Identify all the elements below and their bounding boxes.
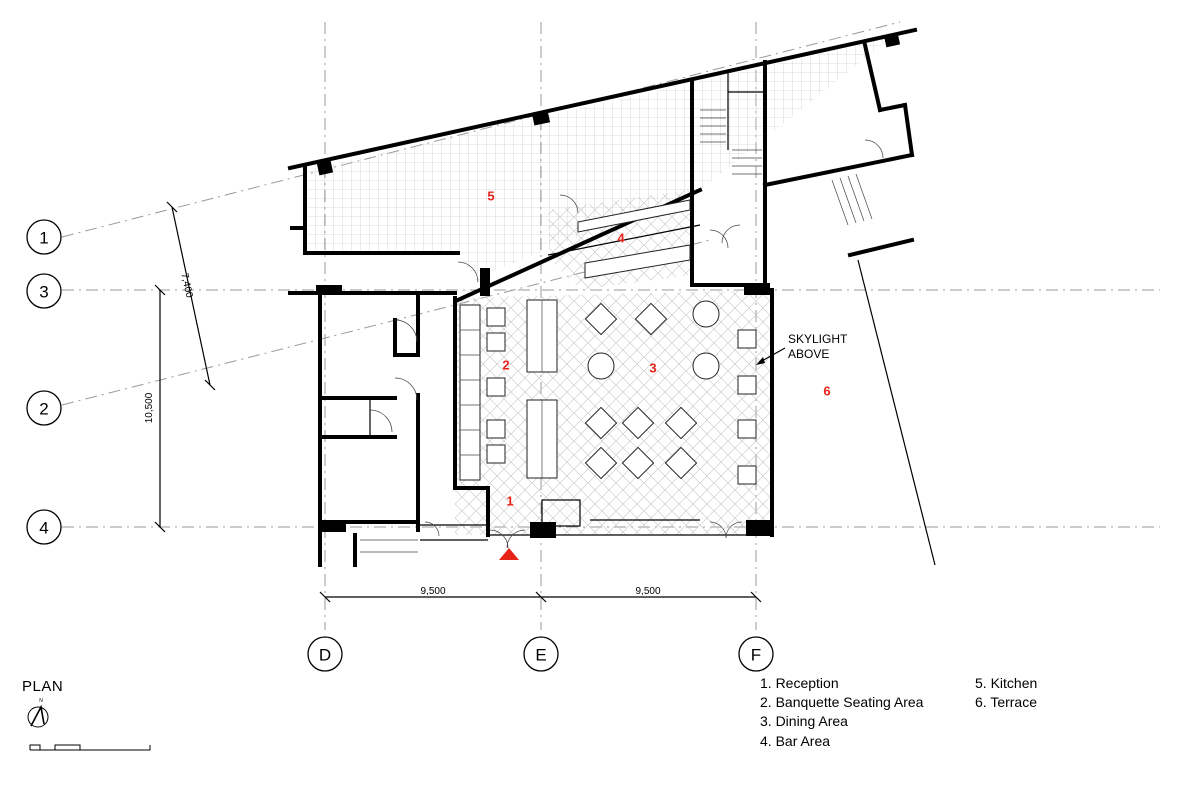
svg-text:SKYLIGHT: SKYLIGHT <box>788 332 848 346</box>
entry-marker <box>499 548 519 560</box>
svg-text:F: F <box>751 646 761 665</box>
grid-bubble-row-1: 1 <box>26 219 62 255</box>
grid-bubble-row-4: 4 <box>26 509 62 545</box>
grid-bubble-col-f: F <box>738 636 774 672</box>
legend-item: 1. Reception <box>760 675 839 691</box>
dimension-bottom-right: 9,500 <box>635 586 660 597</box>
legend-item: 4. Bar Area <box>760 733 831 749</box>
walls <box>287 27 936 567</box>
stairs <box>700 109 873 226</box>
svg-text:ABOVE: ABOVE <box>788 347 829 361</box>
scale-bar <box>29 744 151 751</box>
dimension-vertical: 10,500 <box>144 392 155 423</box>
svg-text:1: 1 <box>39 229 48 248</box>
legend-item: 6. Terrace <box>975 694 1037 710</box>
columns <box>316 32 901 538</box>
svg-text:D: D <box>319 646 331 665</box>
grid-bubble-row-3: 3 <box>26 273 62 309</box>
grid-bubble-col-e: E <box>523 636 559 672</box>
dimension-lines <box>154 201 762 603</box>
svg-text:E: E <box>535 646 546 665</box>
plan-title: PLAN <box>22 678 64 695</box>
svg-text:N: N <box>39 698 43 704</box>
doors <box>369 139 884 549</box>
legend-item: 3. Dining Area <box>760 713 848 729</box>
skylight-annotation: SKYLIGHT ABOVE <box>756 332 848 365</box>
room-number-2: 2 <box>502 358 509 373</box>
grid-bubble-row-2: 2 <box>26 390 62 426</box>
legend-item: 5. Kitchen <box>975 675 1038 691</box>
room-number-5: 5 <box>487 189 494 204</box>
dimension-bottom-left: 9,500 <box>420 586 445 597</box>
furniture <box>459 199 757 485</box>
svg-text:4: 4 <box>39 519 48 538</box>
room-number-3: 3 <box>649 361 656 376</box>
legend-item: 2. Banquette Seating Area <box>760 694 924 710</box>
svg-text:2: 2 <box>39 400 48 419</box>
svg-text:3: 3 <box>39 283 48 302</box>
room-number-1: 1 <box>506 494 513 509</box>
room-number-6: 6 <box>823 384 830 399</box>
grid-bubble-col-d: D <box>307 636 343 672</box>
dimension-diagonal: 7,400 <box>178 272 194 299</box>
room-number-4: 4 <box>617 231 625 246</box>
north-arrow-icon: N <box>27 698 49 728</box>
